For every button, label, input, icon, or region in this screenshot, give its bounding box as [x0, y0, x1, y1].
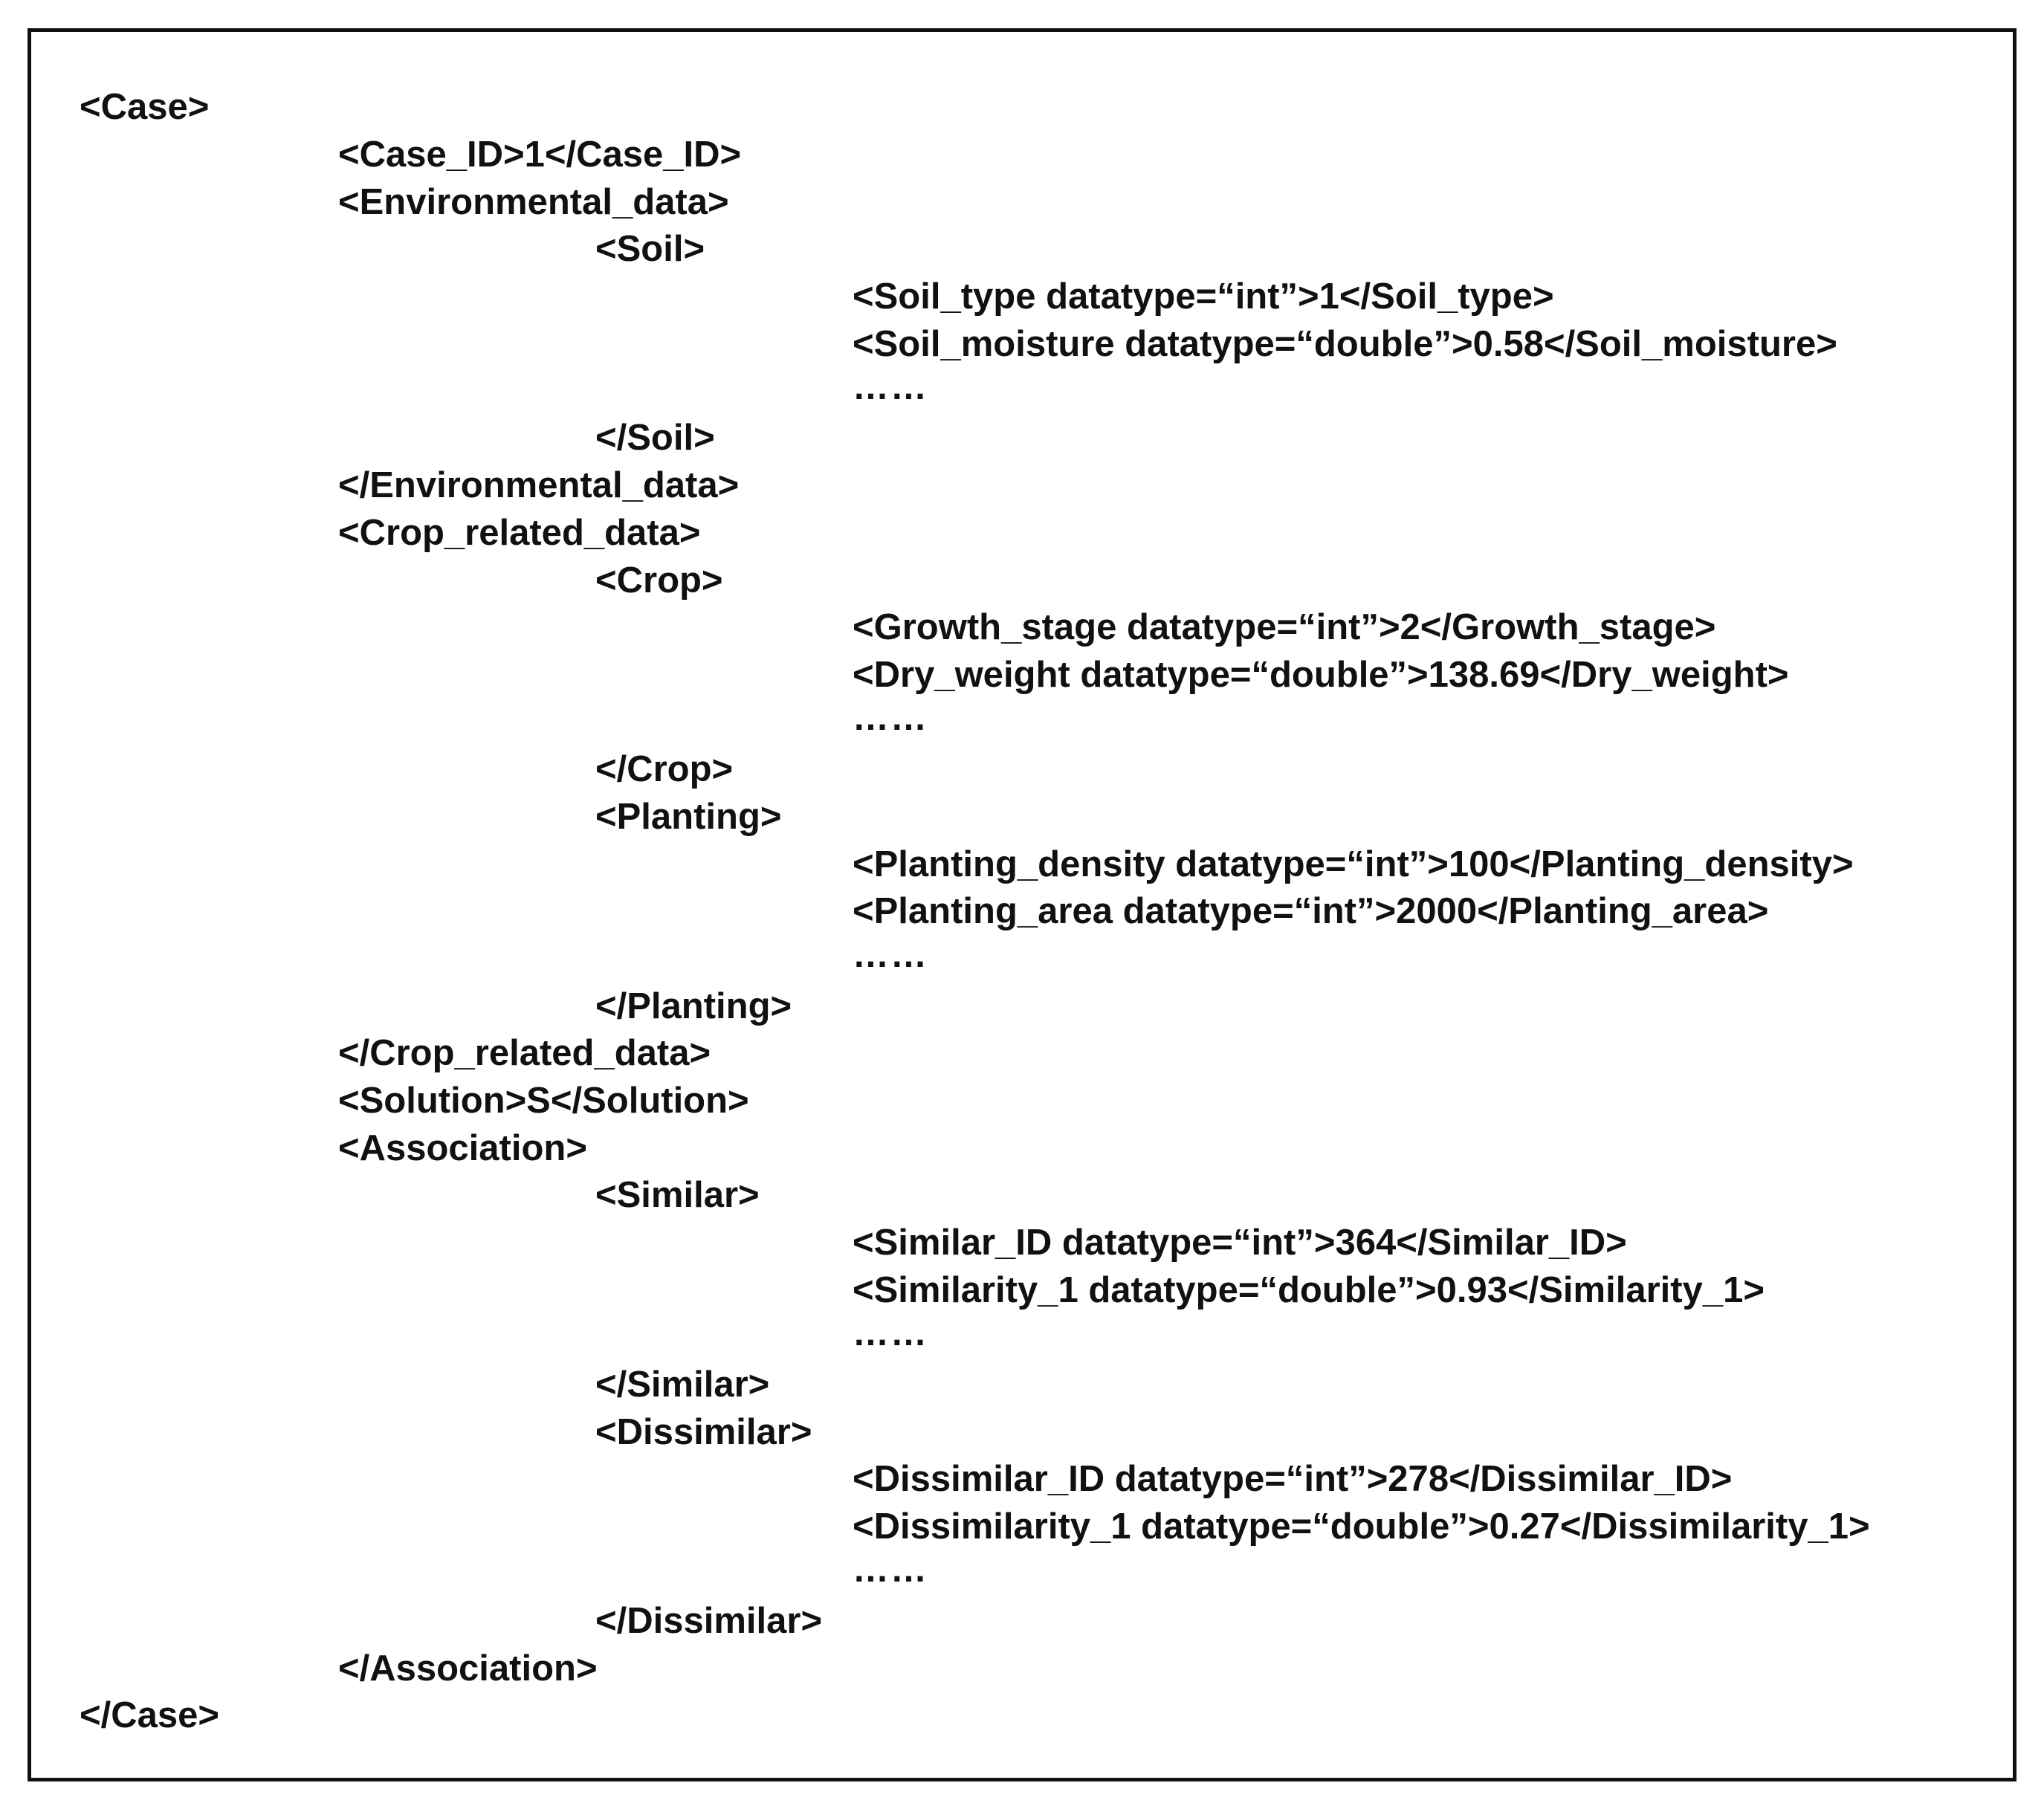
- xml-line-case-id: <Case_ID>1</Case_ID>: [338, 135, 742, 175]
- xml-line-crop-open: <Crop>: [595, 560, 723, 601]
- xml-line-case-close: </Case>: [80, 1695, 219, 1735]
- xml-line-planting-open: <Planting>: [595, 797, 782, 837]
- xml-line-similar-open: <Similar>: [595, 1175, 760, 1215]
- xml-line-ellipsis: ……: [853, 1550, 928, 1590]
- xml-line-growth-stage: <Growth_stage datatype=“int”>2</Growth_s…: [853, 607, 1716, 647]
- xml-line-planting-close: </Planting>: [595, 986, 792, 1026]
- xml-line-soil-open: <Soil>: [595, 229, 705, 269]
- xml-line-soil-moisture: <Soil_moisture datatype=“double”>0.58</S…: [853, 324, 1837, 364]
- xml-line-association-open: <Association>: [338, 1128, 587, 1168]
- xml-line-crop-close: </Crop>: [595, 749, 734, 789]
- xml-line-soil-close: </Soil>: [595, 418, 715, 458]
- xml-line-ellipsis: ……: [853, 698, 928, 738]
- xml-line-similarity: <Similarity_1 datatype=“double”>0.93</Si…: [853, 1270, 1765, 1310]
- xml-line-dry-weight: <Dry_weight datatype=“double”>138.69</Dr…: [853, 655, 1789, 695]
- xml-line-ellipsis: ……: [853, 367, 928, 407]
- xml-line-crop-related-open: <Crop_related_data>: [338, 513, 701, 553]
- xml-line-similar-close: </Similar>: [595, 1365, 770, 1405]
- xml-line-dissimilarity: <Dissimilarity_1 datatype=“double”>0.27<…: [853, 1506, 1870, 1547]
- xml-line-ellipsis: ……: [853, 1313, 928, 1353]
- xml-line-planting-density: <Planting_density datatype=“int”>100</Pl…: [853, 844, 1854, 884]
- xml-line-solution: <Solution>S</Solution>: [338, 1081, 749, 1121]
- xml-line-dissimilar-close: </Dissimilar>: [595, 1601, 823, 1641]
- xml-line-dissimilar-id: <Dissimilar_ID datatype=“int”>278</Dissi…: [853, 1459, 1733, 1499]
- xml-line-planting-area: <Planting_area datatype=“int”>2000</Plan…: [853, 891, 1769, 931]
- xml-line-env-close: </Environmental_data>: [338, 465, 740, 505]
- xml-line-dissimilar-open: <Dissimilar>: [595, 1412, 812, 1452]
- xml-line-crop-related-close: </Crop_related_data>: [338, 1033, 711, 1073]
- xml-line-ellipsis: ……: [853, 935, 928, 975]
- xml-line-similar-id: <Similar_ID datatype=“int”>364</Similar_…: [853, 1223, 1627, 1263]
- xml-line-soil-type: <Soil_type datatype=“int”>1</Soil_type>: [853, 276, 1554, 317]
- xml-line-case-open: <Case>: [80, 87, 210, 127]
- xml-line-association-close: </Association>: [338, 1648, 598, 1689]
- xml-line-env-open: <Environmental_data>: [338, 182, 729, 222]
- xml-listing: <Case> <Case_ID>1</Case_ID> <Environment…: [31, 32, 2013, 1778]
- document-frame: <Case> <Case_ID>1</Case_ID> <Environment…: [28, 28, 2016, 1781]
